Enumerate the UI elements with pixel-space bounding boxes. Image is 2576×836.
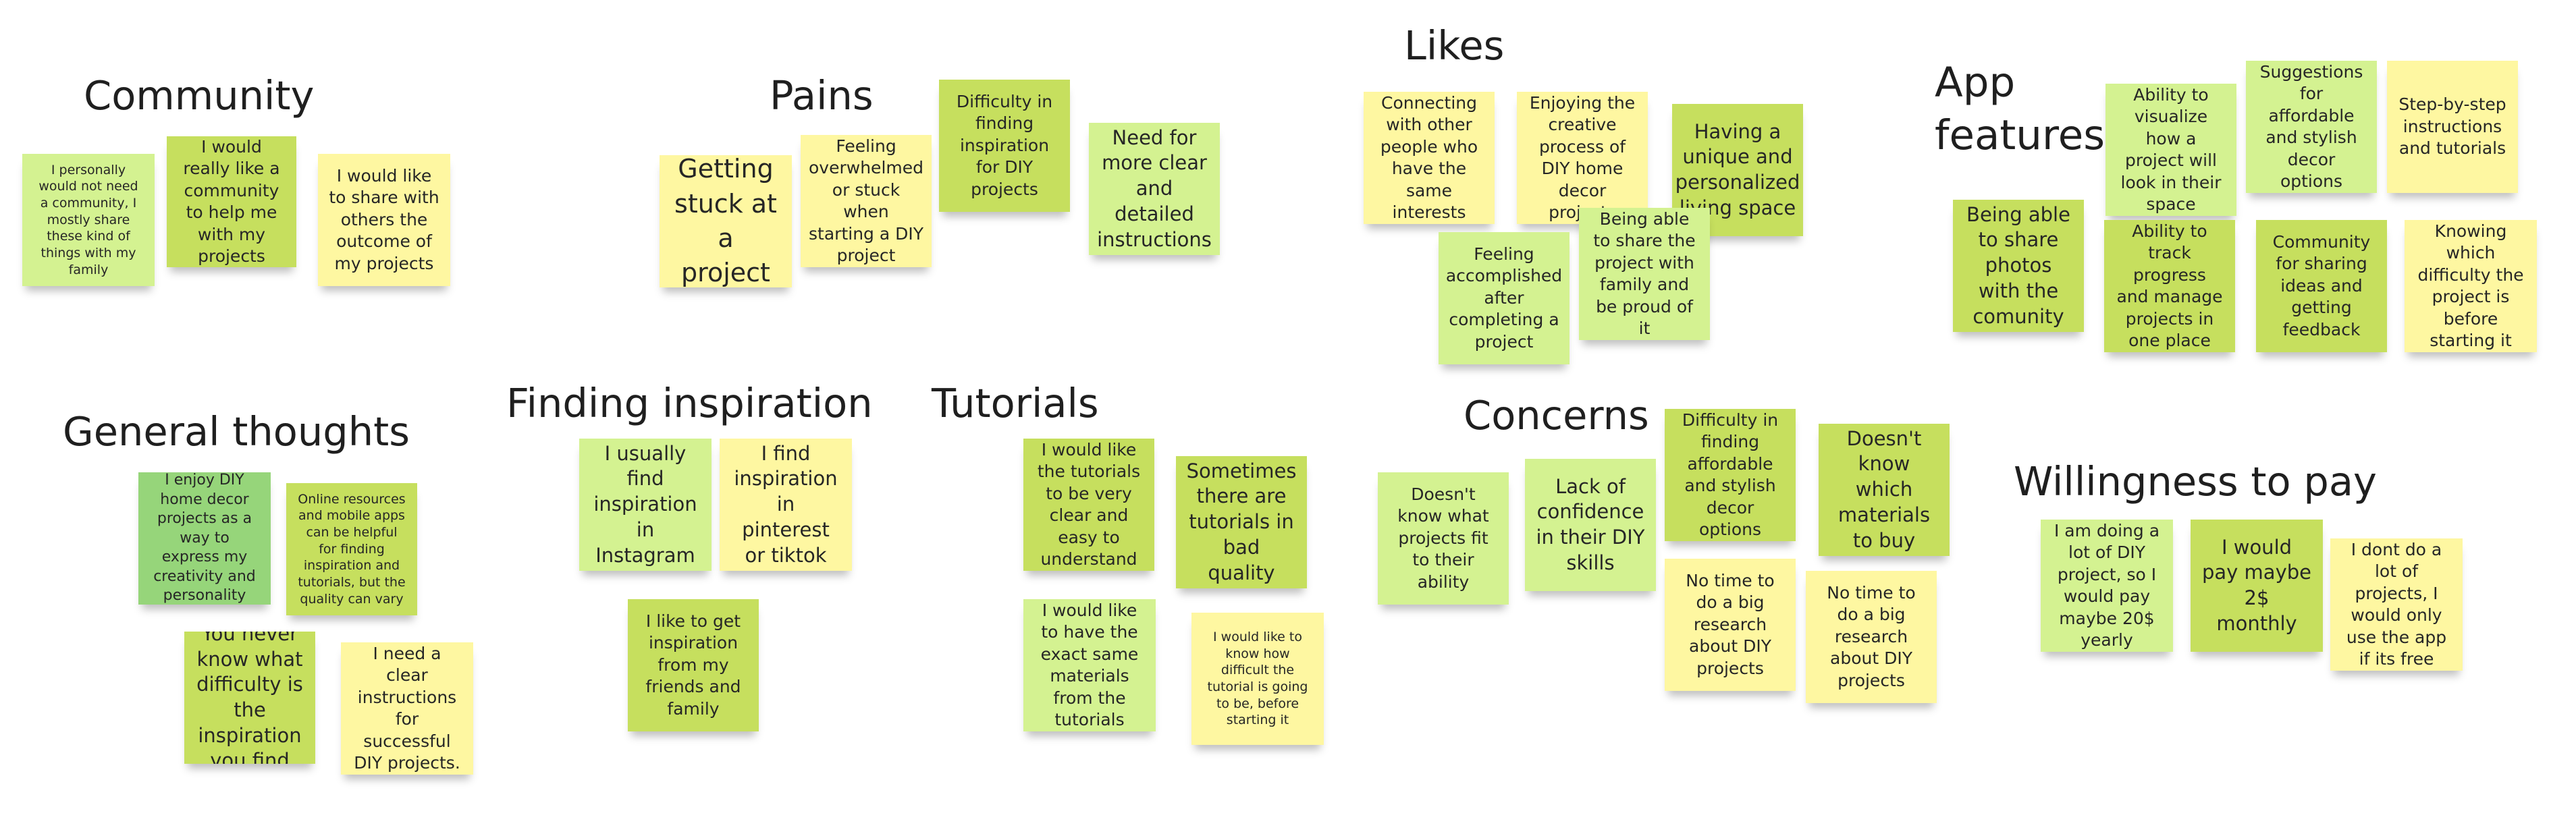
sticky-note[interactable]: Connecting with other people who have th… [1364, 92, 1495, 224]
tutorials-heading: Tutorials [932, 380, 1099, 426]
likes-heading: Likes [1404, 22, 1505, 69]
sticky-note[interactable]: I would really like a community to help … [167, 136, 296, 267]
sticky-note[interactable]: I am doing a lot of DIY project, so I wo… [2041, 520, 2173, 652]
sticky-note[interactable]: Ability to visualize how a project will … [2105, 84, 2236, 216]
sticky-note[interactable]: Need for more clear and detailed instruc… [1089, 123, 1220, 255]
sticky-note[interactable]: Difficulty in finding inspiration for DI… [939, 80, 1070, 212]
sticky-note[interactable]: I need a clear instructions for successf… [341, 642, 473, 775]
sticky-note[interactable]: No time to do a big research about DIY p… [1665, 559, 1796, 691]
sticky-note[interactable]: Having a unique and personalized living … [1672, 104, 1803, 236]
sticky-note[interactable]: Feeling overwhelmed or stuck when starti… [801, 135, 932, 267]
community-heading: Community [84, 72, 315, 119]
sticky-note[interactable]: You never know what difficulty is the in… [184, 632, 315, 764]
concerns-heading: Concerns [1464, 392, 1649, 439]
finding-inspiration-heading: Finding inspiration [506, 380, 873, 426]
sticky-note[interactable]: Online resources and mobile apps can be … [286, 483, 417, 615]
willingness-to-pay-heading: Willingness to pay [2014, 458, 2377, 505]
sticky-note[interactable]: I would like to have the exact same mate… [1023, 599, 1156, 731]
sticky-note[interactable]: I personally would not need a community,… [22, 154, 155, 286]
sticky-note[interactable]: I would like the tutorials to be very cl… [1023, 439, 1154, 571]
app-features-heading: App features [1935, 59, 2105, 160]
sticky-note[interactable]: Getting stuck at a project [660, 155, 792, 287]
sticky-note[interactable]: I would like to know how difficult the t… [1191, 613, 1324, 745]
sticky-note[interactable]: I usually find inspiration in Instagram [579, 439, 712, 571]
sticky-note[interactable]: Community for sharing ideas and getting … [2256, 220, 2387, 352]
sticky-note[interactable]: Sometimes there are tutorials in bad qua… [1176, 456, 1307, 588]
sticky-note[interactable]: Suggestions for affordable and stylish d… [2246, 61, 2377, 193]
sticky-note[interactable]: I like to get inspiration from my friend… [628, 599, 759, 731]
sticky-note[interactable]: I would like to share with others the ou… [318, 154, 450, 286]
sticky-note[interactable]: Feeling accomplished after completing a … [1439, 232, 1569, 364]
sticky-note[interactable]: Step-by-step instructions and tutorials [2387, 61, 2518, 193]
sticky-note[interactable]: Lack of confidence in their DIY skills [1525, 459, 1656, 591]
sticky-note[interactable]: Being able to share the project with fam… [1579, 208, 1710, 340]
sticky-note[interactable]: I would pay maybe 2$ monthly [2191, 520, 2323, 652]
sticky-note[interactable]: Difficulty in finding affordable and sty… [1665, 409, 1796, 541]
sticky-note[interactable]: Doesn't know what projects fit to their … [1378, 472, 1509, 605]
pains-heading: Pains [770, 72, 874, 119]
sticky-note[interactable]: Knowing which difficulty the project is … [2405, 220, 2537, 352]
general-thoughts-heading: General thoughts [63, 408, 410, 455]
sticky-note[interactable]: Ability to track progress and manage pro… [2104, 220, 2235, 352]
sticky-note[interactable]: No time to do a big research about DIY p… [1806, 571, 1937, 703]
sticky-note[interactable]: I enjoy DIY home decor projects as a way… [138, 472, 271, 605]
sticky-note[interactable]: Doesn't know which materials to buy [1819, 424, 1950, 556]
sticky-note[interactable]: I find inspiration in pinterest or tikto… [720, 439, 852, 571]
sticky-note[interactable]: I dont do a lot of projects, I would onl… [2330, 538, 2463, 671]
sticky-note[interactable]: Being able to share photos with the comu… [1953, 200, 2084, 332]
sticky-note[interactable]: Enjoying the creative process of DIY hom… [1517, 92, 1648, 224]
